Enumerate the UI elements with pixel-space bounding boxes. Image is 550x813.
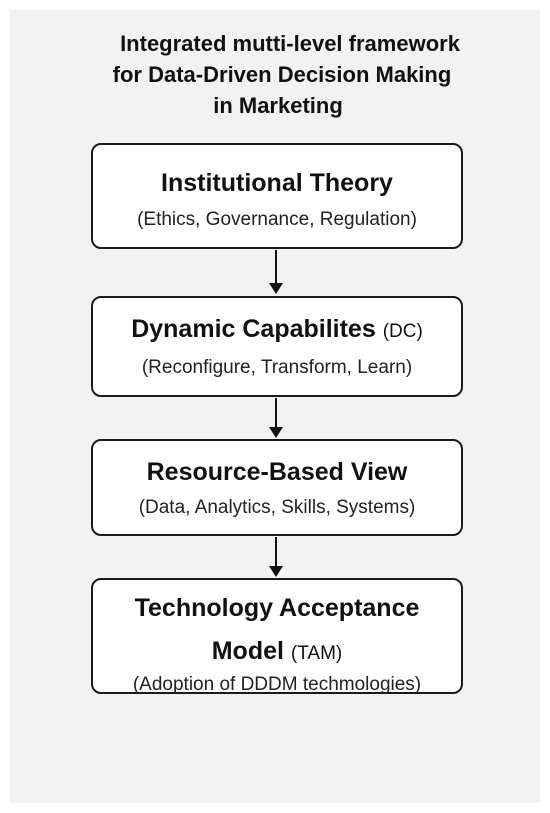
box-heading-text: Model: [211, 637, 284, 665]
box-heading-text: Resource-Based View: [146, 458, 408, 486]
dynamic-capabilities-box: Dynamic Capabilites (DC) (Reconfigure, T…: [91, 296, 463, 397]
box-heading-text: Institutional Theory: [161, 169, 393, 197]
box-subtitle: (Reconfigure, Transform, Learn): [141, 357, 413, 378]
technology-acceptance-model-box: Technology Acceptance Model (TAM) (Adopt…: [91, 578, 463, 695]
box-heading: Institutional Theory: [93, 165, 461, 201]
box-heading-text: Dynamic Capabilites: [131, 315, 376, 343]
arrow-shaft: [275, 398, 277, 428]
box-subtitle: (Ethics, Governance, Regulation): [137, 209, 417, 230]
arrow-head: [269, 566, 283, 577]
box-heading: Technology Acceptance: [93, 593, 461, 623]
box-abbreviation: (TAM): [290, 643, 343, 664]
box-heading-text: Technology Acceptance: [134, 594, 420, 622]
box-heading: Dynamic Capabilites (DC): [93, 312, 461, 349]
down-arrow-icon: [269, 398, 283, 438]
box-subtitle: (Data, Analytics, Skills, Systems): [138, 497, 416, 518]
arrow-head: [269, 427, 283, 438]
down-arrow-icon: [269, 250, 283, 294]
arrow-head: [269, 283, 283, 294]
title-line-2: for Data-Driven Decision Making: [112, 62, 452, 87]
box-abbreviation: (DC): [382, 321, 423, 342]
diagram-title: Integrated mutti-level framework for Dat…: [0, 28, 550, 121]
arrow-shaft: [275, 537, 277, 567]
resource-based-view-box: Resource-Based View (Data, Analytics, Sk…: [91, 439, 463, 536]
box-heading: Resource-Based View: [93, 455, 461, 489]
down-arrow-icon: [269, 537, 283, 577]
title-line-3: in Marketing: [213, 93, 343, 118]
arrow-shaft: [275, 250, 277, 284]
title-line-1: Integrated mutti-level framework: [120, 31, 460, 56]
box-heading-line-2: Model (TAM): [93, 636, 461, 669]
box-subtitle: (Adoption of DDDM techmologies): [132, 674, 422, 695]
institutional-theory-box: Institutional Theory (Ethics, Governance…: [91, 143, 463, 249]
